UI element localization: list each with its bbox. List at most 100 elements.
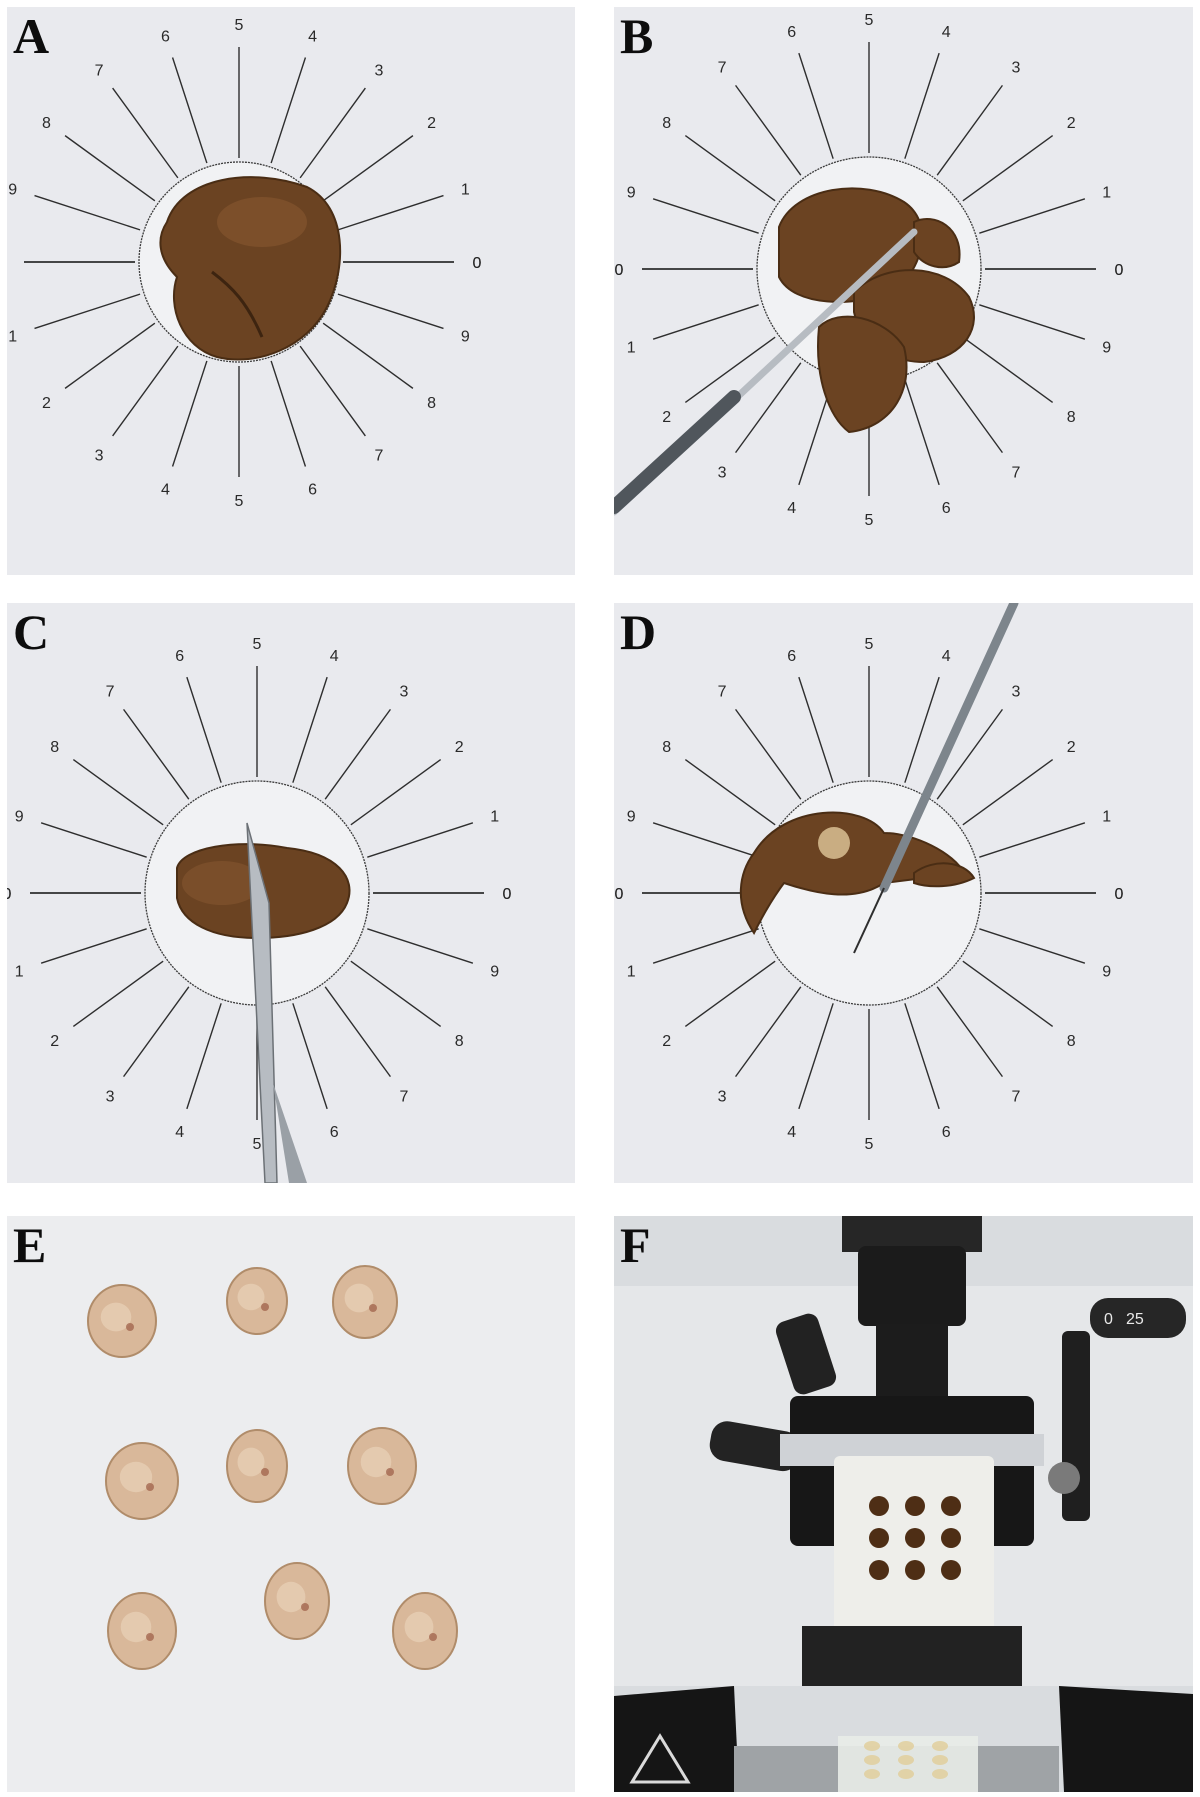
dial-number-lower-8: 8 [1067, 409, 1076, 426]
dial-ray-lower-7 [936, 362, 1003, 454]
dial-ray-lower-6 [270, 360, 307, 467]
dial-number-upper-2: 8 [50, 739, 59, 756]
dial-ray-lower-2 [684, 336, 776, 403]
dial-number-upper-1: 9 [15, 809, 24, 826]
ribbon-section [898, 1755, 914, 1765]
dial-ray-upper-7 [324, 708, 391, 800]
dial-number-lower-3: 3 [106, 1088, 115, 1105]
dial-number-lower-1: 1 [627, 339, 636, 356]
dial-number-upper-9: 1 [490, 809, 499, 826]
dial-number-lower-9: 9 [490, 963, 499, 980]
dial-number-upper-9: 1 [1102, 185, 1111, 202]
dial-ray-lower-2 [684, 960, 776, 1027]
organ-highlight [182, 861, 262, 905]
dial-ray-upper-1 [652, 822, 759, 858]
specimen-dot [869, 1560, 889, 1580]
dial-ray-lower-9 [337, 293, 444, 330]
tissue-spot [301, 1603, 309, 1611]
tissue-highlight [119, 1461, 153, 1493]
dial-ray-upper-7 [936, 84, 1003, 176]
organ-tip [913, 862, 976, 888]
lever-pivot [1048, 1462, 1080, 1494]
dial-ray-lower-8 [962, 960, 1054, 1027]
dial-ray-upper-2 [64, 135, 156, 202]
dial-number-upper-2: 8 [662, 115, 671, 132]
dial-ray-upper-8 [322, 135, 414, 202]
ribbon-section [932, 1755, 948, 1765]
dial-number-upper-1: 9 [627, 809, 636, 826]
specimen-dot [869, 1496, 889, 1516]
dial-ray-upper-7 [936, 708, 1003, 800]
dial-ray-upper-2 [684, 759, 776, 826]
dial-number-lower-1: 1 [15, 963, 24, 980]
dial-number-lower-4: 4 [161, 481, 170, 498]
dial-ray-lower-3 [735, 362, 802, 454]
tissue-highlight [100, 1302, 132, 1332]
dial-ray-lower-1 [40, 928, 147, 964]
thickness-dial: 0 25 [1090, 1298, 1186, 1338]
dial-number-lower-3: 3 [718, 464, 727, 481]
dial-number-lower-0: 0 [615, 886, 624, 903]
panel-label-e: E [13, 1217, 47, 1273]
dial-number-upper-6: 4 [942, 648, 951, 665]
dial-number-upper-5: 5 [253, 636, 262, 653]
dial-ray-upper-1 [652, 198, 759, 234]
dial-ray-upper-9 [337, 194, 444, 231]
dial-ray-lower-9 [979, 304, 1086, 340]
ribbon-section [864, 1769, 880, 1779]
tissue-highlight [404, 1611, 434, 1643]
tissue-spot [146, 1483, 154, 1491]
dial-ray-upper-4 [798, 52, 834, 159]
tissue-highlight [237, 1447, 265, 1477]
dial-number-lower-10: 0 [1115, 886, 1124, 903]
dial-number-upper-3: 7 [95, 62, 104, 79]
dial-number-upper-3: 7 [718, 684, 727, 701]
scalpel-handle [273, 1083, 307, 1183]
dial-number-upper-1: 9 [627, 185, 636, 202]
dial-ray-lower-1 [652, 928, 759, 964]
ribbon-section [864, 1741, 880, 1751]
specimen-dot [905, 1560, 925, 1580]
ribbon-section [898, 1741, 914, 1751]
dial-ray-upper-1 [40, 822, 147, 858]
panel-e: E [7, 1216, 575, 1792]
dial-number-upper-4: 6 [161, 29, 170, 46]
dial-number-lower-5: 5 [235, 493, 244, 510]
dial-number-lower-2: 2 [662, 409, 671, 426]
dial-number-lower-6: 6 [942, 1124, 951, 1141]
dial-ray-lower-1 [652, 304, 759, 340]
dial-ray-upper-6 [904, 52, 940, 159]
tissue-spot [261, 1303, 269, 1311]
dial-number-upper-5: 5 [235, 17, 244, 34]
dial-number-lower-1: 1 [8, 329, 17, 346]
dial-ray-lower-7 [324, 986, 391, 1078]
ribbon-section [932, 1769, 948, 1779]
dial-number-lower-10: 0 [473, 255, 482, 272]
dial-number-upper-7: 3 [1011, 684, 1020, 701]
dial-number-upper-6: 4 [942, 24, 951, 41]
dial-number-lower-4: 4 [787, 500, 796, 517]
dial-ray-lower-3 [735, 986, 802, 1078]
dial-number-upper-1: 9 [8, 181, 17, 198]
dial-number-lower-0: 0 [7, 886, 12, 903]
dial-ray-upper-3 [735, 708, 802, 800]
dial-number-lower-8: 8 [1067, 1033, 1076, 1050]
tissue-spot [386, 1468, 394, 1476]
clamp-base [802, 1626, 1022, 1686]
column-collar [858, 1246, 966, 1326]
specimen-dot [905, 1496, 925, 1516]
dial-number-lower-7: 7 [1011, 1088, 1020, 1105]
tissue-highlight [276, 1581, 306, 1613]
dial-ray-upper-2 [684, 135, 776, 202]
dial-number-lower-7: 7 [399, 1088, 408, 1105]
block-specimens [869, 1496, 961, 1580]
panel-label-b: B [620, 8, 654, 64]
tissue-highlight [344, 1283, 374, 1313]
specimen-dot [941, 1560, 961, 1580]
dial-ray-upper-9 [979, 198, 1086, 234]
dial-number-lower-7: 7 [374, 448, 383, 465]
